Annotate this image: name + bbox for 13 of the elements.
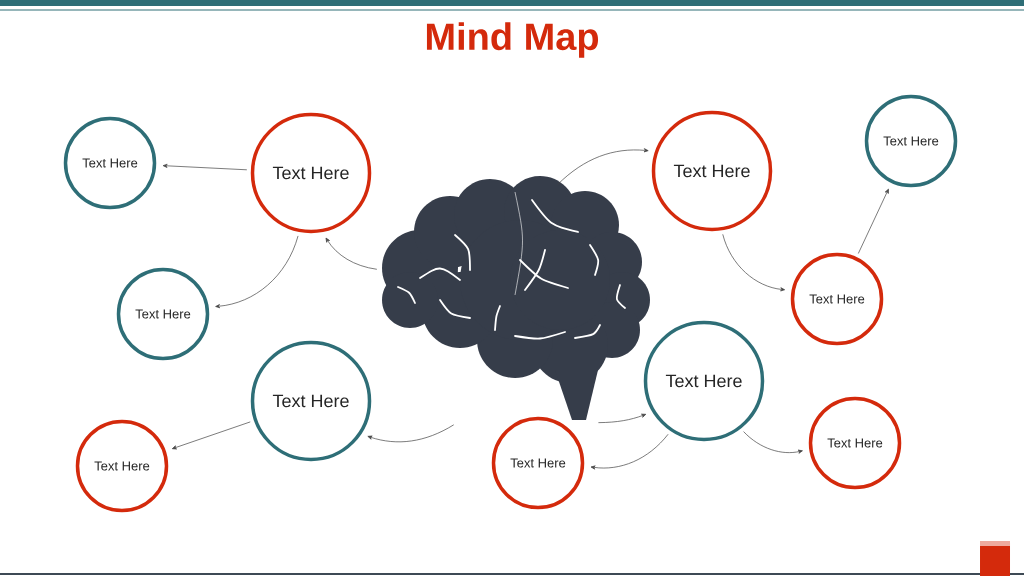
brain-drawing	[382, 176, 650, 420]
arrow	[857, 188, 889, 254]
arrow	[367, 424, 455, 443]
arrow	[325, 237, 378, 270]
title: Mind Map	[426, 22, 599, 58]
arrow	[162, 163, 248, 171]
arrow	[557, 148, 649, 185]
arrow	[215, 235, 299, 309]
arrow	[743, 431, 803, 454]
arrow	[598, 413, 647, 423]
arrow	[590, 433, 669, 470]
arrow	[171, 421, 251, 450]
arrow	[722, 233, 786, 292]
